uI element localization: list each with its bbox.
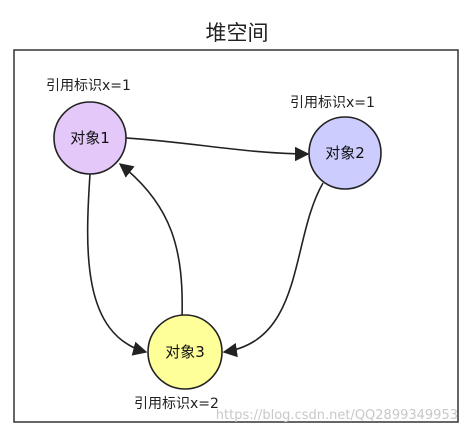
edge-obj1-to-obj3 <box>86 173 148 356</box>
heap-frame <box>13 49 459 423</box>
node-obj2-label: 对象2 <box>325 144 365 162</box>
edge-obj3-to-obj1 <box>118 163 184 319</box>
ref-label-obj2: 引用标识x=1 <box>290 95 375 111</box>
heap-title: 堆空间 <box>206 21 269 45</box>
node-obj1-label: 对象1 <box>70 129 110 147</box>
ref-label-obj3: 引用标识x=2 <box>134 396 219 412</box>
ref-label-obj1: 引用标识x=1 <box>46 78 131 94</box>
edge-obj1-to-obj2 <box>125 137 310 162</box>
node-obj1: 对象1 <box>53 101 127 175</box>
node-obj3-label: 对象3 <box>165 343 205 361</box>
edge-obj2-to-obj3 <box>222 182 324 358</box>
node-obj2: 对象2 <box>308 116 382 190</box>
watermark-text: https://blog.csdn.net/QQ2899349953 <box>216 408 458 423</box>
node-obj3: 对象3 <box>147 314 223 390</box>
